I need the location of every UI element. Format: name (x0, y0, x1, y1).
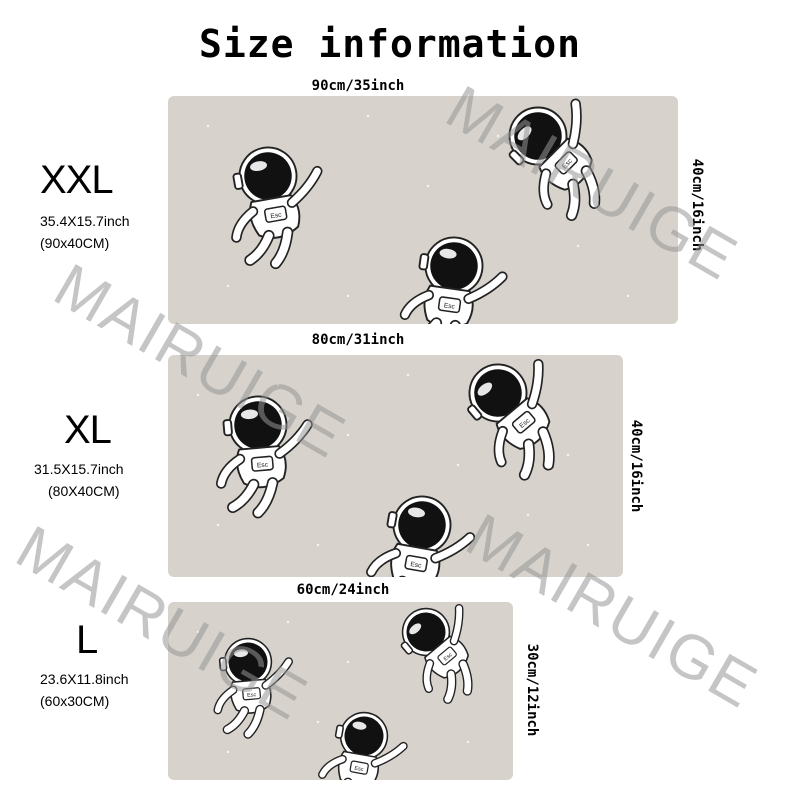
l-inch-dims: 23.6X11.8inch (40, 671, 129, 687)
astronaut-illustration (385, 602, 504, 709)
mat-xxl-artwork (206, 96, 678, 324)
xl-height-label: 40cm/16inch (628, 419, 644, 513)
astronaut-illustration (400, 232, 506, 324)
xl-cm-dims: (80X40CM) (48, 483, 120, 499)
xl-inch-dims: 31.5X15.7inch (34, 461, 124, 477)
astronaut-illustration (448, 355, 592, 487)
mat-xxl (168, 96, 678, 324)
mat-l-artwork (196, 602, 513, 780)
xxl-inch-dims: 35.4X15.7inch (40, 213, 130, 229)
astronaut-illustration (318, 707, 408, 780)
astronaut-illustration (488, 96, 634, 227)
size-name-xxl: XXL (40, 158, 114, 202)
xl-size-label: XL 31.5X15.7inch (80X40CM) (34, 410, 124, 502)
astronaut-illustration (366, 490, 476, 577)
l-size-label: L 23.6X11.8inch (60x30CM) (40, 620, 128, 712)
mat-l (168, 602, 513, 780)
size-name-l: L (76, 618, 98, 662)
page-title: Size information (198, 22, 582, 66)
astronaut-illustration (214, 392, 315, 515)
mat-xl (168, 355, 623, 577)
xxl-width-label: 90cm/35inch (311, 78, 405, 94)
astronaut-illustration (212, 635, 295, 736)
l-width-label: 60cm/24inch (296, 582, 390, 598)
l-height-label: 30cm/12inch (524, 643, 540, 737)
xxl-cm-dims: (90x40CM) (40, 235, 110, 251)
size-name-xl: XL (64, 408, 112, 452)
xl-width-label: 80cm/31inch (311, 332, 405, 348)
xxl-size-label: XXL 35.4X15.7inch (90x40CM) (40, 160, 130, 254)
xxl-height-label: 40cm/16inch (689, 158, 705, 252)
l-cm-dims: (60x30CM) (40, 693, 110, 709)
mat-xl-artwork (196, 355, 623, 577)
astronaut-illustration (222, 139, 332, 269)
